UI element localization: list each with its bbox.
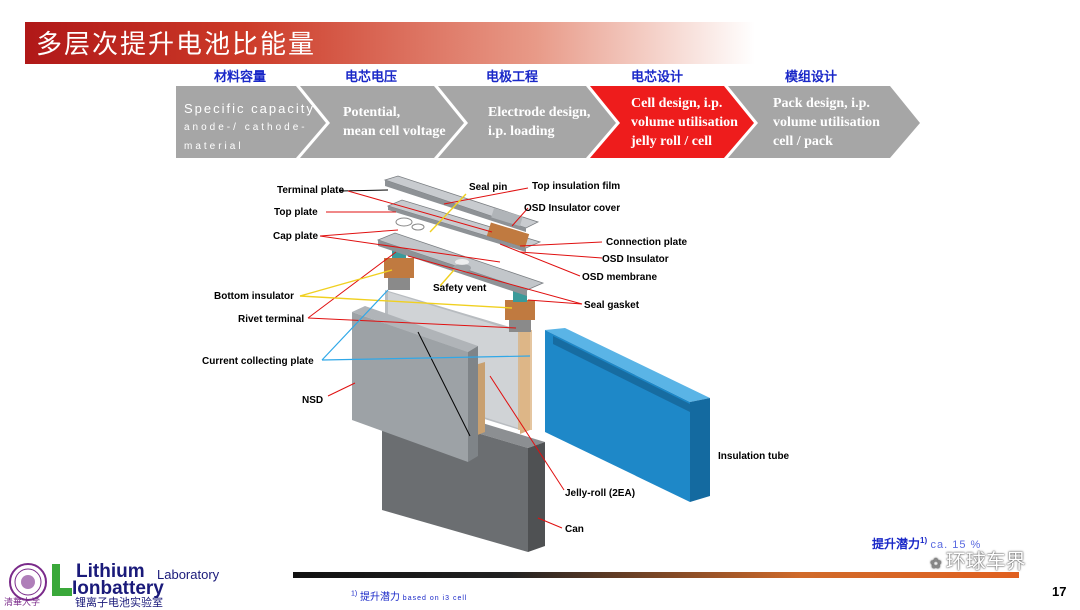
chevron-1-line2: anode-/ cathode- — [184, 122, 308, 133]
improvement-label: 提升潜力 — [872, 537, 921, 551]
label-jelly-roll: Jelly-roll (2EA) — [565, 488, 636, 499]
chevron-5-line1: Pack design, i.p. — [773, 96, 870, 111]
logo-chinese-name: 锂离子电池实验室 — [75, 596, 163, 609]
chevron-1 — [176, 86, 326, 158]
label-terminal-plate: Terminal plate — [277, 185, 345, 196]
chevron-4-text: Cell design, i.p. volume utilisation jel… — [631, 94, 738, 151]
footer-bar — [293, 572, 1019, 578]
chevron-2-text: Potential, mean cell voltage — [343, 103, 446, 141]
logo-word-ionbattery: Ionbattery — [72, 578, 164, 599]
footnote-detail: based on i3 cell — [402, 595, 468, 602]
step-label-3: 电极工程 — [486, 69, 539, 84]
logo-letter-l — [52, 564, 72, 596]
label-top-plate: Top plate — [274, 207, 318, 218]
footnote: 1) 提升潜力 based on i3 cell — [351, 588, 467, 603]
step-label-2: 电芯电压 — [345, 69, 398, 84]
logo-word-laboratory: Laboratory — [157, 567, 220, 582]
improvement-sup: 1) — [920, 536, 928, 545]
wechat-icon: ✿ — [930, 556, 942, 572]
label-cap-plate: Cap plate — [273, 231, 319, 242]
chevron-1-text: Specific capacity anode-/ cathode- mater… — [184, 99, 315, 156]
chevron-2 — [300, 86, 464, 158]
footnote-label: 提升潜力 — [360, 592, 401, 603]
chevron-4-line1: Cell design, i.p. — [631, 96, 723, 111]
label-osd-insulator: OSD Insulator — [602, 254, 669, 265]
step-label-4: 电芯设计 — [631, 69, 684, 84]
page-number: 17 — [1052, 584, 1067, 599]
label-seal-gasket: Seal gasket — [584, 300, 640, 311]
chevron-5-line3: cell / pack — [773, 134, 833, 149]
chevron-3 — [438, 86, 616, 158]
footnote-sup: 1) — [351, 590, 358, 598]
chevron-1-line1: Specific capacity — [184, 101, 315, 116]
chevron-4-line3: jelly roll / cell — [631, 134, 712, 149]
nsd-part — [352, 306, 478, 462]
label-connection-plate: Connection plate — [606, 237, 688, 248]
label-nsd: NSD — [302, 395, 324, 406]
chevron-4 — [590, 86, 754, 158]
insulation-tube-part — [545, 328, 710, 502]
label-seal-pin: Seal pin — [469, 182, 508, 193]
label-osd-membrane: OSD membrane — [582, 272, 658, 283]
chevron-1-line3: material — [184, 141, 244, 152]
slide-title: 多层次提升电池比能量 — [36, 30, 317, 60]
step-label-1: 材料容量 — [214, 69, 267, 84]
chevron-5 — [728, 86, 920, 158]
university-name: 清華大学 — [4, 598, 41, 608]
label-safety-vent: Safety vent — [433, 283, 487, 294]
step-label-5: 模组设计 — [785, 69, 838, 84]
red-leaders — [307, 187, 603, 529]
improvement-note: 提升潜力1) ca. 15 % — [872, 535, 981, 552]
process-chevrons — [176, 86, 920, 158]
chevron-2-line1: Potential, — [343, 105, 401, 120]
label-insulation-tube: Insulation tube — [718, 451, 790, 462]
yellow-leaders — [299, 193, 513, 309]
label-bottom-insulator: Bottom insulator — [214, 291, 294, 302]
label-current-collecting-plate: Current collecting plate — [202, 356, 314, 367]
chevron-2-line2: mean cell voltage — [343, 124, 446, 139]
watermark-text: 环球车界 — [945, 549, 1026, 573]
chevron-5-text: Pack design, i.p. volume utilisation cel… — [773, 94, 880, 151]
chevron-3-line2: i.p. loading — [488, 124, 555, 139]
label-rivet-terminal: Rivet terminal — [238, 314, 305, 325]
chevron-3-line1: Electrode design, — [488, 105, 591, 120]
chevron-3-text: Electrode design, i.p. loading — [488, 103, 590, 141]
chevron-4-line2: volume utilisation — [631, 115, 738, 130]
black-leaders — [339, 189, 471, 437]
chevron-5-line2: volume utilisation — [773, 115, 880, 130]
title-bar — [25, 22, 755, 64]
label-can: Can — [565, 524, 584, 535]
improvement-value: ca. 15 % — [930, 539, 982, 551]
logo-word-lithium: Lithium — [76, 561, 145, 582]
watermark: ✿环球车界 — [930, 545, 1026, 574]
label-top-insulation-film: Top insulation film — [532, 181, 621, 192]
blue-leaders — [321, 289, 531, 361]
university-seal-icon — [9, 563, 47, 601]
label-osd-insulator-cover: OSD Insulator cover — [524, 203, 621, 214]
